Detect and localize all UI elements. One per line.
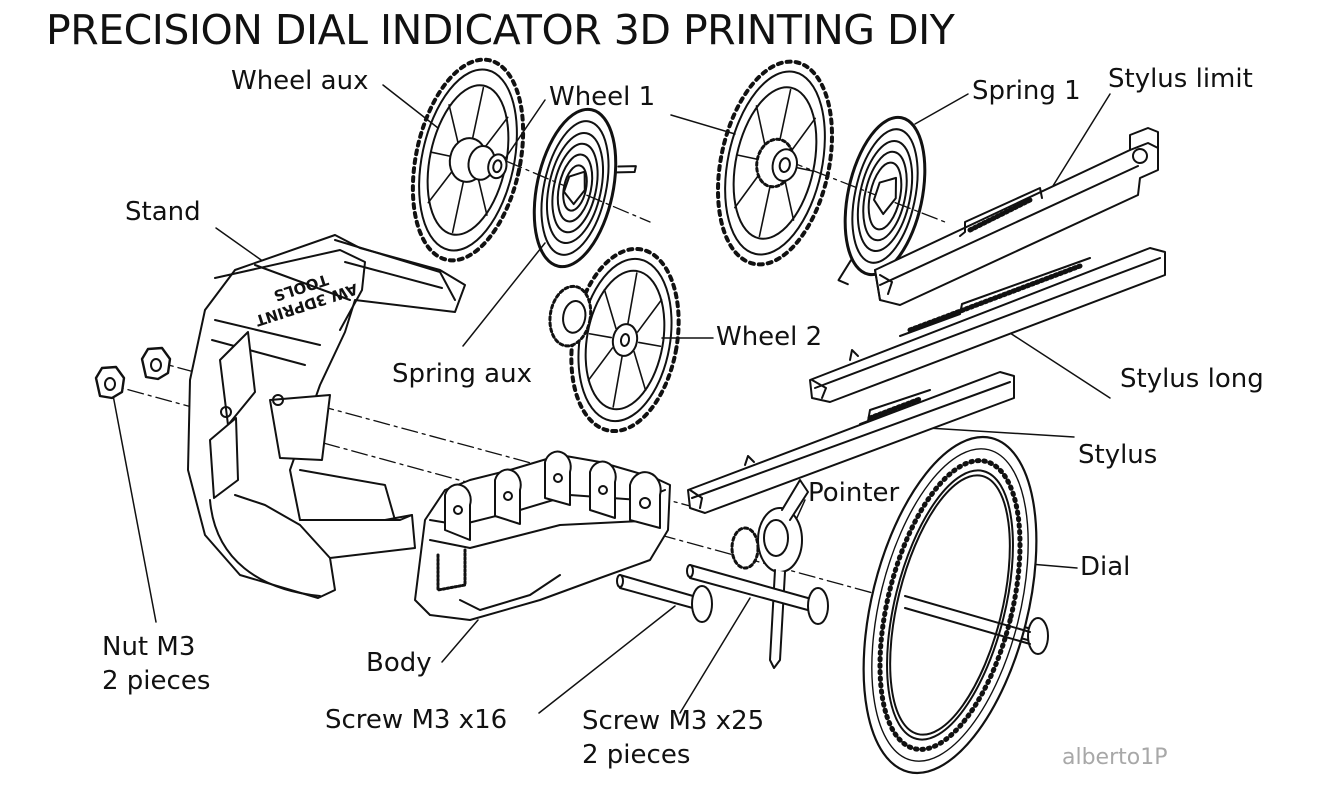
label-body: Body [366,648,432,678]
label-screw-m3-x25-qty: 2 pieces [582,740,691,770]
screw-m3-x25-part-a [686,564,829,625]
dial-screw-shaft [904,595,1031,645]
screw-m3-x16-part [616,574,713,623]
pointer-part [730,479,809,669]
label-screw-m3-x16: Screw M3 x16 [325,705,508,735]
label-wheel-1: Wheel 1 [549,82,656,112]
label-stand: Stand [125,197,201,227]
label-stylus-limit: Stylus limit [1108,64,1253,94]
spring-aux-part [532,107,637,269]
wheel-1-part [716,59,834,267]
label-spring-aux: Spring aux [392,359,532,389]
label-wheel-aux: Wheel aux [231,66,369,96]
label-pointer: Pointer [808,478,900,508]
dial-part [862,435,1038,775]
label-stylus: Stylus [1078,440,1158,470]
page-title: PRECISION DIAL INDICATOR 3D PRINTING DIY [46,6,955,54]
label-wheel-2: Wheel 2 [716,322,823,352]
label-screw-m3-x25: Screw M3 x25 [582,706,765,736]
stylus-limit-part [874,127,1159,306]
wheel-aux-part [410,57,526,263]
stylus-long-part [809,247,1166,403]
stylus-part [687,371,1015,514]
label-spring-1: Spring 1 [972,76,1081,106]
nut-m3-part-a [140,346,172,381]
author-credit: alberto1P [1062,745,1168,770]
label-nut-m3: Nut M3 [102,632,196,662]
label-dial: Dial [1080,552,1131,582]
label-nut-m3-qty: 2 pieces [102,666,211,696]
stand-part: AW 3DPRINT TOOLS [187,234,466,599]
body-part [414,450,671,621]
wheel-2-part [548,246,681,434]
label-stylus-long: Stylus long [1120,364,1264,394]
nut-m3-part-b [94,365,126,400]
